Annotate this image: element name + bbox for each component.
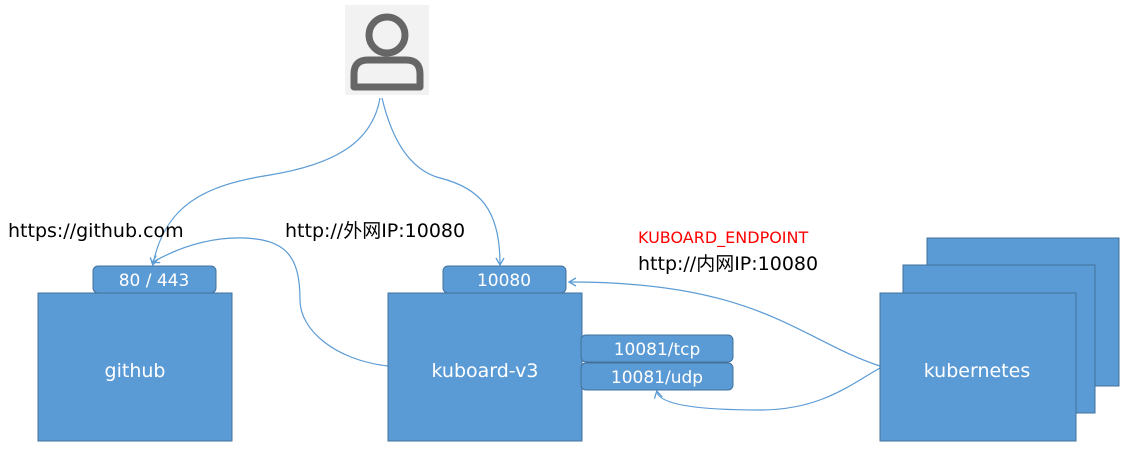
connector-kuboard-to-github bbox=[150, 237, 389, 367]
connector-user-to-github bbox=[149, 97, 381, 267]
kuboard-tcp-port-label: 10081/tcp bbox=[614, 340, 701, 360]
endpoint-url-label: http://内网IP:10080 bbox=[638, 253, 818, 275]
endpoint-name-label: KUBOARD_ENDPOINT bbox=[638, 228, 808, 248]
kuboard-port-label: 10080 bbox=[477, 271, 531, 291]
kuboard-udp-port-tab: 10081/udp bbox=[580, 362, 734, 391]
connector-kubernetes-to-kuboard bbox=[567, 277, 881, 367]
connector-user-to-kuboard bbox=[381, 97, 505, 267]
github-url-label: https://github.com bbox=[8, 220, 184, 242]
github-label: github bbox=[105, 360, 166, 382]
kuboard-port-tab: 10080 bbox=[442, 265, 567, 294]
kuboard-node: kuboard-v3 bbox=[387, 292, 583, 442]
connector-kubernetes-to-kuboard-udp bbox=[653, 367, 881, 411]
user-icon bbox=[345, 5, 429, 95]
github-port-tab: 80 / 443 bbox=[92, 265, 217, 294]
kuboard-label: kuboard-v3 bbox=[431, 360, 538, 382]
github-node: github bbox=[37, 292, 233, 442]
kuboard-tcp-port-tab: 10081/tcp bbox=[580, 334, 734, 363]
kubernetes-node: kubernetes bbox=[879, 237, 1120, 442]
kuboard-external-url-label: http://外网IP:10080 bbox=[285, 220, 465, 242]
kubernetes-label: kubernetes bbox=[924, 360, 1030, 382]
github-port-label: 80 / 443 bbox=[119, 271, 190, 291]
kubernetes-stack-front bbox=[879, 292, 1077, 442]
kuboard-udp-port-label: 10081/udp bbox=[611, 368, 703, 388]
